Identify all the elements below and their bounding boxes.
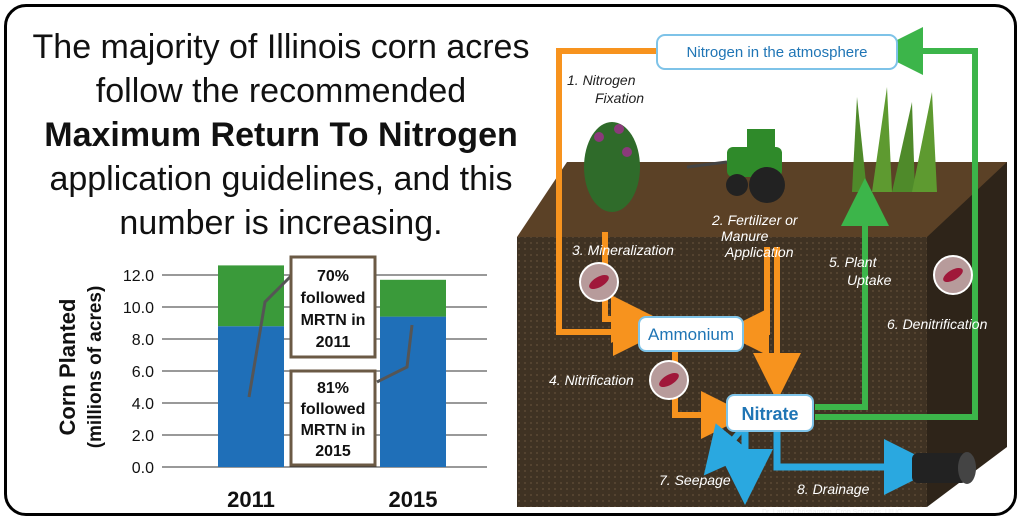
headline-line-4: application guidelines, and this bbox=[49, 160, 513, 198]
step-1-line-1: 1. Nitrogen bbox=[567, 72, 636, 88]
headline-line-5: number is increasing. bbox=[119, 204, 443, 242]
annotation-2015-line: 2015 bbox=[315, 443, 351, 460]
headline: The majority of Illinois corn acres foll… bbox=[21, 25, 541, 245]
step-5-line-2: Uptake bbox=[847, 272, 892, 288]
step-5-line-1: 5. Plant bbox=[829, 254, 878, 270]
y-tick-label: 2.0 bbox=[132, 428, 154, 445]
annotation-2015-line: followed bbox=[301, 401, 366, 418]
annotation-2015-line: 81% bbox=[317, 380, 349, 397]
y-tick-label: 0.0 bbox=[132, 460, 154, 477]
annotation-2011-line: 70% bbox=[317, 268, 349, 285]
step-8: 8. Drainage bbox=[797, 481, 870, 497]
microbe-icon bbox=[933, 255, 973, 295]
atmosphere-box bbox=[656, 34, 898, 70]
y-tick-label: 12.0 bbox=[123, 268, 154, 285]
annotation-2011: 70% followed MRTN in 2011 bbox=[289, 255, 377, 359]
step-3: 3. Mineralization bbox=[572, 242, 674, 258]
y-tick-label: 6.0 bbox=[132, 364, 154, 381]
step-4: 4. Nitrification bbox=[549, 372, 634, 388]
y-tick-label: 10.0 bbox=[123, 300, 154, 317]
step-1-line-2: Fixation bbox=[595, 90, 644, 106]
category-label: 2015 bbox=[389, 487, 438, 512]
step-2-line-1: 2. Fertilizer or bbox=[711, 212, 799, 228]
trend-line-2011 bbox=[247, 270, 297, 398]
clover-plant-icon bbox=[584, 122, 640, 212]
y-axis-subtitle: (millions of acres) bbox=[85, 286, 106, 449]
annotation-2011-line: followed bbox=[301, 290, 366, 307]
credit-text: Dr. Laura Christianson, Crop Sciences, U… bbox=[762, 509, 902, 516]
arrow-denitrification bbox=[815, 27, 978, 420]
corn-plant-icon bbox=[852, 87, 937, 192]
headline-line-1: The majority of Illinois corn acres bbox=[32, 28, 530, 66]
tractor-icon bbox=[686, 129, 785, 203]
headline-bold: Maximum Return To Nitrogen bbox=[44, 116, 518, 154]
ammonium-box bbox=[638, 316, 744, 352]
step-2-line-3: Application bbox=[724, 244, 794, 260]
headline-line-2: follow the recommended bbox=[95, 72, 467, 110]
drain-pipe-icon bbox=[912, 453, 967, 483]
corn-chart: Corn Planted (millions of acres) 0.0 2.0 4… bbox=[55, 255, 487, 512]
bar-segment-2015-0 bbox=[380, 316, 446, 467]
annotation-2015: 81% followed MRTN in 2015 bbox=[289, 369, 377, 467]
y-tick-label: 4.0 bbox=[132, 396, 154, 413]
category-label: 2011 bbox=[227, 487, 275, 512]
arrow-mineralization bbox=[602, 232, 659, 343]
nitrogen-cycle-diagram: Nitrogen in the atmosphere Ammonium Nitr… bbox=[517, 27, 1007, 516]
bar-segment-2011-0 bbox=[218, 326, 284, 467]
slide-frame: The majority of Illinois corn acres foll… bbox=[4, 4, 1017, 516]
microbe-icon bbox=[579, 262, 619, 302]
arrow-seepage-left bbox=[703, 423, 753, 476]
step-2-line-2: Manure bbox=[721, 228, 769, 244]
nitrate-box bbox=[726, 394, 814, 432]
arrow-plant-uptake bbox=[815, 178, 889, 410]
y-axis-title: Corn Planted bbox=[55, 299, 80, 436]
annotation-2011-line: 2011 bbox=[316, 334, 351, 351]
soil-side bbox=[927, 162, 1007, 507]
bar-segment-2015-1 bbox=[380, 279, 446, 317]
arrow-fertilizer-ammonium bbox=[721, 247, 770, 356]
step-6: 6. Denitrification bbox=[887, 316, 988, 332]
trend-line-2015 bbox=[376, 324, 414, 384]
ammonium-label: Ammonium bbox=[648, 325, 734, 344]
microbe-icon bbox=[649, 360, 689, 400]
y-tick-label: 8.0 bbox=[132, 332, 154, 349]
atmosphere-label: Nitrogen in the atmosphere bbox=[687, 44, 868, 61]
arrow-drainage bbox=[773, 427, 940, 495]
nitrate-label: Nitrate bbox=[741, 404, 798, 424]
step-7: 7. Seepage bbox=[659, 472, 731, 488]
annotation-2015-line: MRTN in bbox=[301, 422, 366, 439]
annotation-2011-line: MRTN in bbox=[301, 312, 366, 329]
arrow-fixation bbox=[556, 48, 661, 356]
